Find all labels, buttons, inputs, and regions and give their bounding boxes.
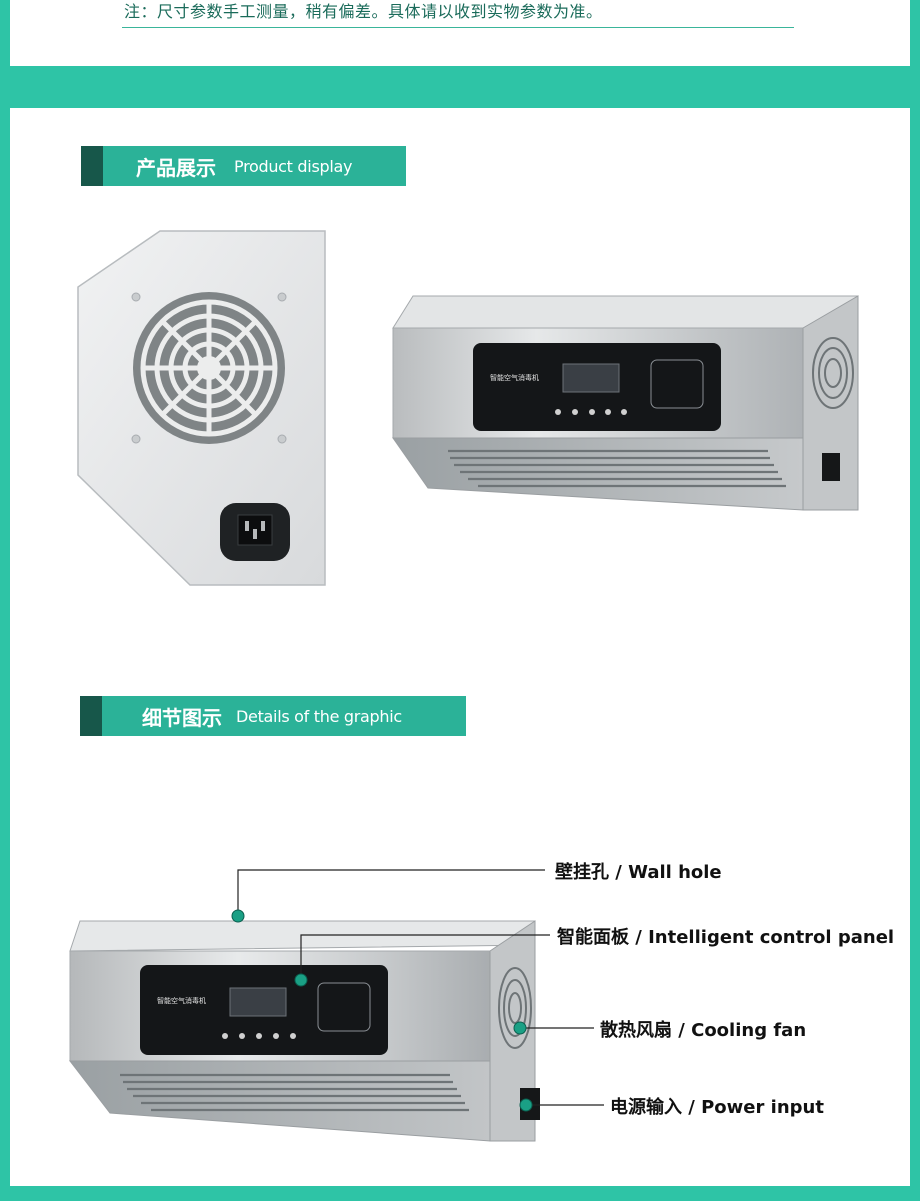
side-fan-icon [812, 337, 854, 409]
brand-label-front: 智能空气消毒机 [490, 373, 539, 382]
front-view-image: 智能空气消毒机 [392, 295, 859, 511]
measurement-note: 注：尺寸参数手工测量，稍有偏差。具体请以收到实物参数为准。 [122, 2, 794, 28]
brand-label-detail: 智能空气消毒机 [157, 996, 206, 1005]
side-view-image [77, 230, 326, 586]
detail-view-image: 智能空气消毒机 [68, 920, 540, 1142]
product-display-title-cn: 产品展示 [136, 155, 216, 180]
control-panel-label: 智能面板 / Intelligent control panel [557, 927, 895, 948]
note-card: 注：尺寸参数手工测量，稍有偏差。具体请以收到实物参数为准。 [10, 0, 910, 66]
details-title-cn: 细节图示 [142, 705, 222, 730]
power-socket-icon [220, 503, 290, 561]
power-input-label: 电源输入 / Power input [610, 1097, 824, 1118]
product-display-title-en: Product display [234, 156, 353, 176]
main-card: 产品展示 Product display [10, 108, 910, 1186]
details-header: 细节图示 Details of the graphic [80, 696, 466, 736]
cooling-fan-label: 散热风扇 / Cooling fan [600, 1020, 807, 1041]
header-accent-bar [80, 696, 102, 736]
wall-hole-label: 壁挂孔 / Wall hole [555, 862, 722, 883]
header-accent-bar [81, 146, 103, 186]
details-title-en: Details of the graphic [236, 706, 402, 726]
product-display-header: 产品展示 Product display [81, 146, 406, 186]
